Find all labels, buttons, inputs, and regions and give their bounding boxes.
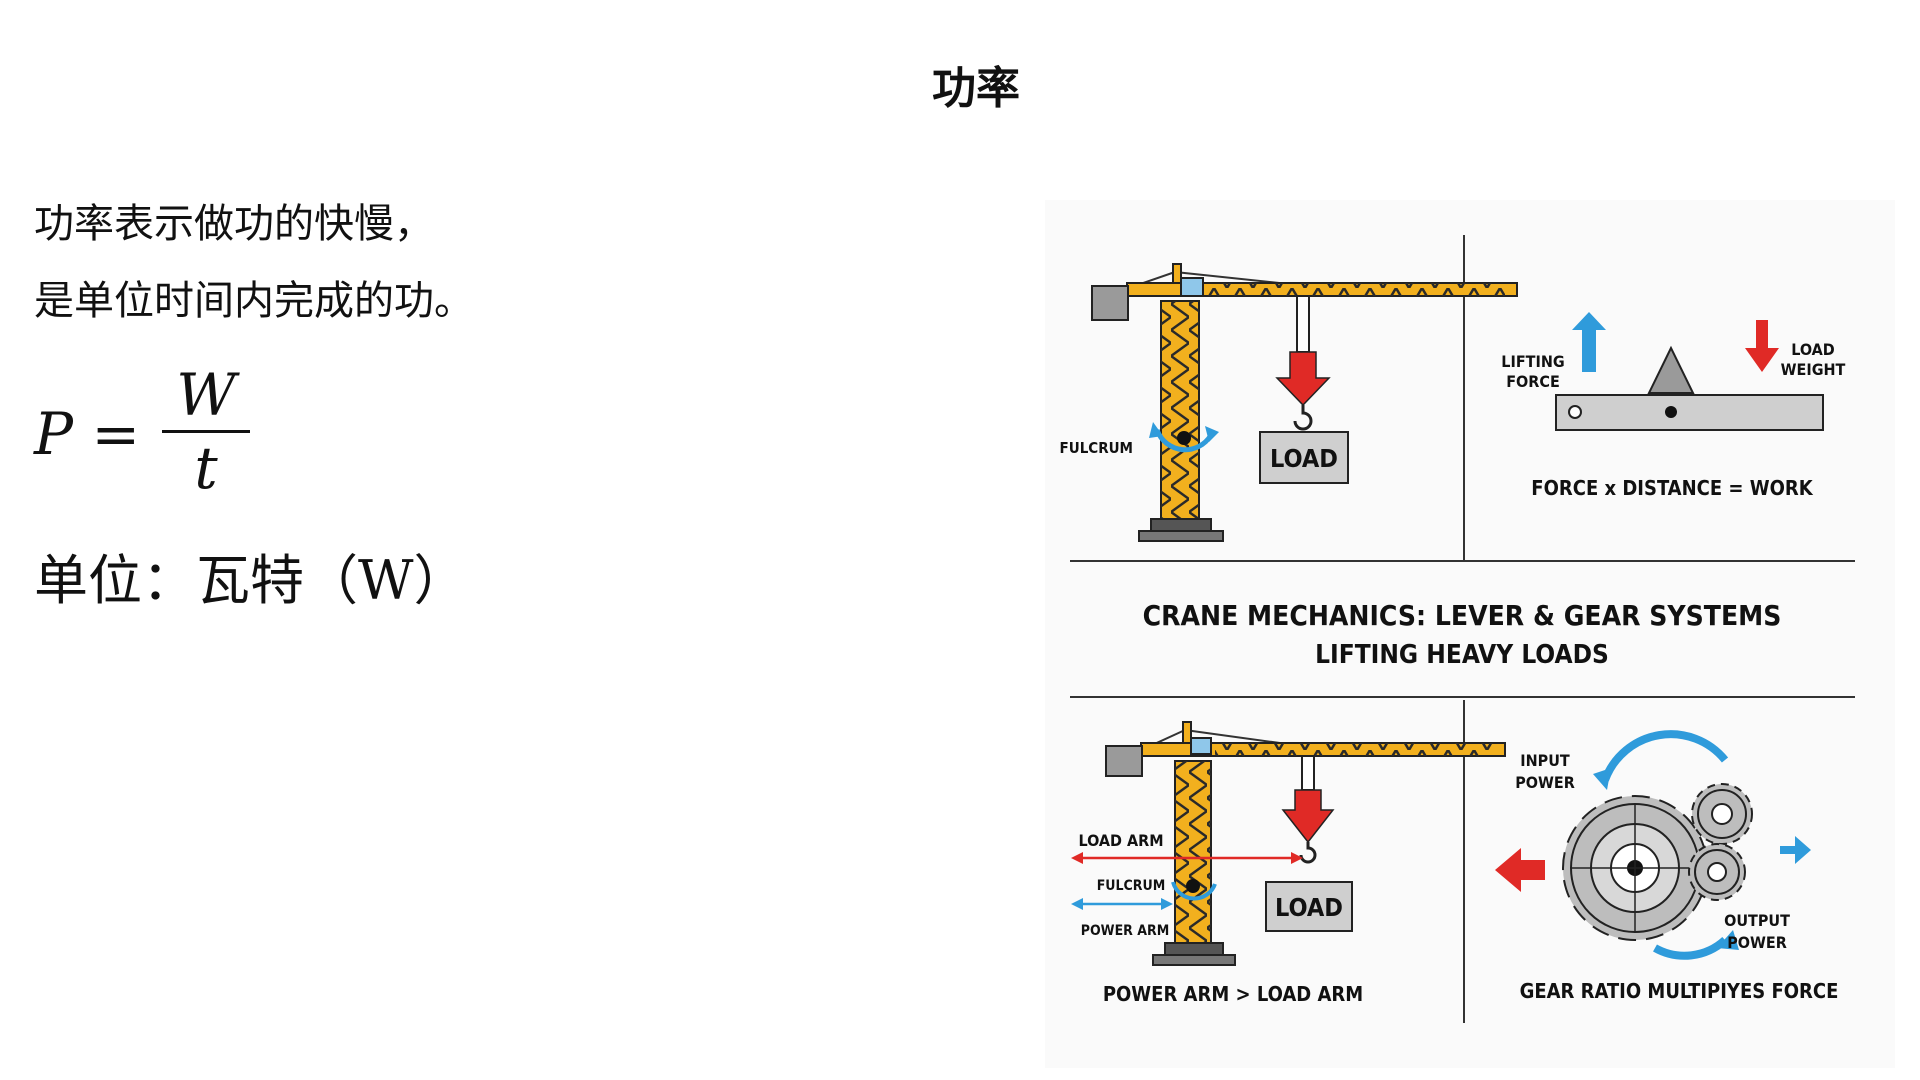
caption-power-arm: POWER ARM > LOAD ARM: [1103, 982, 1363, 1006]
label-power-arm: POWER ARM: [1081, 923, 1170, 939]
label-load-arm: LOAD ARM: [1078, 831, 1163, 850]
load-box: [1265, 881, 1353, 932]
label-force: FORCE: [1506, 372, 1560, 391]
rotation-arrow-icon: [1171, 881, 1217, 901]
large-gear: [1562, 795, 1708, 941]
label-output: OUTPUT: [1724, 911, 1790, 930]
label-lifting: LIFTING: [1501, 352, 1564, 371]
formula-denominator: t: [194, 434, 218, 502]
load-box: [1259, 431, 1349, 484]
small-gear-bottom: [1688, 843, 1746, 901]
left-arrow-icon: [1495, 848, 1545, 892]
label-input-power: POWER: [1515, 773, 1575, 792]
fulcrum-point: [1186, 879, 1200, 893]
label-output-power: POWER: [1727, 933, 1787, 952]
figure-title: CRANE MECHANICS: LEVER & GEAR SYSTEMS: [1143, 599, 1782, 632]
label-weight: WEIGHT: [1781, 360, 1846, 379]
caption-gear-ratio: GEAR RATIO MULTIPIYES FORCE: [1520, 979, 1839, 1003]
down-arrow-icon: [1745, 320, 1779, 372]
up-arrow-icon: [1572, 312, 1606, 372]
small-gear-top: [1691, 783, 1753, 845]
crane-bottom-left: [1071, 721, 1506, 966]
gear-system: [1495, 730, 1811, 960]
fulcrum-point: [1177, 431, 1191, 445]
description: 功率表示做功的快慢， 是单位时间内完成的功。: [34, 186, 474, 340]
lever-fulcrum-triangle: [1647, 345, 1695, 394]
crane-top-left: [1091, 263, 1518, 542]
label-load-top: LOAD: [1270, 444, 1338, 473]
label-fulcrum-bottom: FULCRUM: [1097, 878, 1166, 894]
label-fulcrum-top: FULCRUM: [1060, 439, 1133, 457]
formula-fraction: W t: [158, 364, 254, 499]
figure-subtitle: LIFTING HEAVY LOADS: [1315, 640, 1609, 670]
slide-title: 功率: [932, 63, 1020, 114]
fraction-bar: [162, 430, 250, 433]
description-line-1: 功率表示做功的快慢，: [34, 201, 434, 247]
output-rotation-arrow-icon: [1653, 936, 1728, 960]
lever-diagram: [1555, 312, 1824, 431]
right-arrow-icon: [1780, 836, 1811, 864]
crane-mechanics-illustration: CRANE MECHANICS: LEVER & GEAR SYSTEMS LI…: [1045, 200, 1895, 1068]
hook-icon: [1293, 405, 1313, 431]
description-line-2: 是单位时间内完成的功。: [34, 278, 474, 324]
input-rotation-arrow-icon: [1601, 730, 1729, 782]
label-input: INPUT: [1520, 751, 1570, 770]
rotation-arrow-icon: [1154, 429, 1214, 453]
down-arrow-icon: [1281, 789, 1335, 844]
lever-beam: [1555, 394, 1824, 431]
caption-force-distance: FORCE x DISTANCE = WORK: [1531, 476, 1813, 500]
unit-text: 单位：瓦特（W）: [34, 549, 468, 612]
formula-lhs: P =: [34, 400, 141, 468]
hook-icon: [1299, 842, 1317, 864]
down-arrow-icon: [1275, 351, 1331, 407]
label-load: LOAD: [1791, 340, 1835, 359]
label-load-bottom: LOAD: [1275, 893, 1343, 922]
formula-numerator: W: [176, 361, 236, 429]
